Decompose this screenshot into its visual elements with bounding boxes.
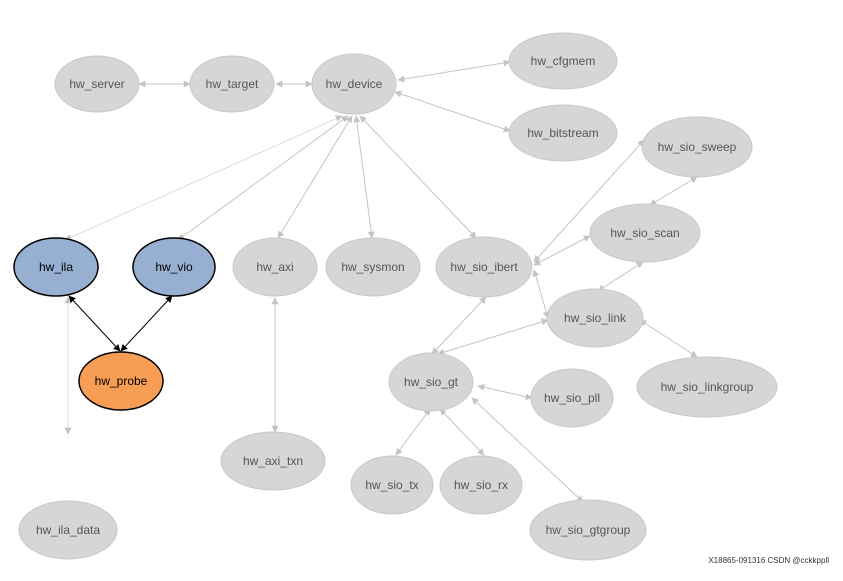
edge-ila-probe <box>68 295 121 352</box>
node-label: hw_sio_sweep <box>658 140 737 154</box>
node-hw-axi-txn[interactable]: hw_axi_txn <box>220 431 326 491</box>
node-hw-sio-gt[interactable]: hw_sio_gt <box>388 352 474 412</box>
edge-gt-rx <box>439 408 485 456</box>
node-hw-sio-ibert[interactable]: hw_sio_ibert <box>435 236 533 298</box>
node-hw-sio-scan[interactable]: hw_sio_scan <box>589 203 701 263</box>
edge-gt-link <box>437 318 549 356</box>
edge-device-sysmon <box>353 115 375 239</box>
node-label: hw_sio_linkgroup <box>661 380 754 394</box>
node-hw-sysmon[interactable]: hw_sysmon <box>325 237 421 297</box>
node-hw-sio-sweep[interactable]: hw_sio_sweep <box>641 116 753 178</box>
node-label: hw_device <box>326 77 383 91</box>
node-label: hw_sio_tx <box>365 478 418 492</box>
edge-device-ibert <box>359 115 477 239</box>
nodes: hw_server hw_target hw_device hw_cfgmem … <box>13 32 778 561</box>
edge-gt-pll <box>477 383 533 401</box>
node-label: hw_ila <box>39 260 73 274</box>
node-hw-vio[interactable]: hw_vio <box>132 237 216 297</box>
watermark: CSDN @cckkppll <box>767 556 829 565</box>
node-label: hw_sio_gtgroup <box>546 523 631 537</box>
node-hw-axi[interactable]: hw_axi <box>232 237 318 297</box>
edge-ibert-scan <box>533 235 591 266</box>
edge-gt-tx <box>395 408 431 456</box>
node-hw-sio-linkgroup[interactable]: hw_sio_linkgroup <box>636 356 778 418</box>
node-label: hw_target <box>206 77 259 91</box>
node-label: hw_cfgmem <box>531 54 596 68</box>
edge-device-bitstream <box>394 90 511 133</box>
node-label: hw_sio_scan <box>610 226 679 240</box>
edge-ibert-link <box>532 269 550 319</box>
node-hw-sio-link[interactable]: hw_sio_link <box>546 288 644 348</box>
node-label: hw_sio_ibert <box>450 260 518 274</box>
edge-device-cfgmem <box>397 59 511 83</box>
node-label: hw_sio_rx <box>454 478 508 492</box>
edge-link-linkgroup <box>639 319 698 358</box>
node-label: hw_ila_data <box>36 523 100 537</box>
node-label: hw_server <box>69 77 124 91</box>
figure-id-watermark: X18865-091316 CSDN @cckkppll <box>708 556 829 565</box>
node-hw-ila-data[interactable]: hw_ila_data <box>18 500 118 560</box>
node-hw-bitstream[interactable]: hw_bitstream <box>508 104 618 162</box>
edge-scan-link <box>597 261 644 292</box>
node-hw-ila[interactable]: hw_ila <box>13 237 99 297</box>
figure-id: X18865-091316 <box>708 556 766 565</box>
node-hw-sio-tx[interactable]: hw_sio_tx <box>350 455 434 515</box>
node-hw-sio-gtgroup[interactable]: hw_sio_gtgroup <box>529 499 647 561</box>
node-label: hw_probe <box>95 374 148 388</box>
node-hw-sio-pll[interactable]: hw_sio_pll <box>530 368 614 428</box>
node-hw-server[interactable]: hw_server <box>54 55 140 113</box>
node-hw-cfgmem[interactable]: hw_cfgmem <box>508 32 618 90</box>
node-label: hw_sysmon <box>341 260 404 274</box>
node-label: hw_axi <box>256 260 293 274</box>
node-hw-probe[interactable]: hw_probe <box>78 351 164 411</box>
edge-sweep-scan <box>649 176 698 206</box>
node-hw-device[interactable]: hw_device <box>311 53 397 115</box>
node-hw-sio-rx[interactable]: hw_sio_rx <box>439 455 523 515</box>
node-label: hw_vio <box>155 260 193 274</box>
edge-gt-gtgroup <box>471 397 584 503</box>
node-label: hw_sio_gt <box>404 375 459 389</box>
node-label: hw_bitstream <box>527 126 598 140</box>
node-label: hw_axi_txn <box>243 454 303 468</box>
edge-device-axi <box>277 115 353 239</box>
node-label: hw_sio_pll <box>544 391 600 405</box>
node-label: hw_sio_link <box>564 311 627 325</box>
edges <box>64 59 698 503</box>
edge-vio-probe <box>120 295 173 352</box>
edge-ibert-gt <box>431 296 487 355</box>
node-hw-target[interactable]: hw_target <box>189 55 275 113</box>
